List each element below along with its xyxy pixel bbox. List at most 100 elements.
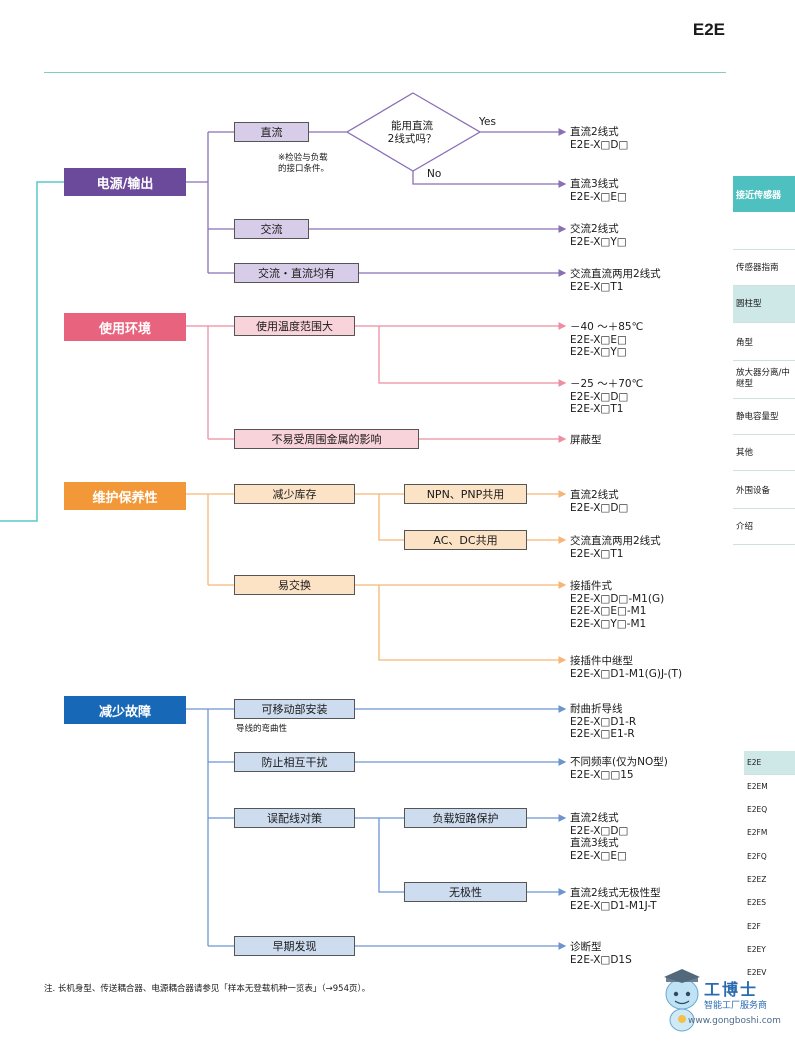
sidebar-divider [733, 544, 795, 545]
watermark-tagline: 智能工厂服务商 [704, 1001, 768, 1011]
sidebar-item-peripheral[interactable]: 外围设备 [736, 486, 771, 496]
condition-dc: 直流 [234, 122, 309, 142]
sidebar-item-intro[interactable]: 介绍 [736, 522, 754, 532]
decision-no-label: No [427, 168, 442, 180]
model-tab-e2f[interactable]: E2F [747, 922, 761, 931]
result-line: E2E-X□D1-R [570, 715, 637, 728]
sidebar-item-guide[interactable]: 传感器指南 [736, 263, 779, 273]
condition-miswire: 误配线对策 [234, 808, 355, 828]
sidebar-divider [733, 285, 795, 286]
result-line: E2E-X□□15 [570, 768, 634, 781]
decision-note-line1: ※检验与负载 [278, 153, 328, 163]
result-line: E2E-X□Y□ [570, 346, 627, 358]
result-line: E2E-X□E□ [570, 190, 627, 203]
result-line: E2E-X□T1 [570, 280, 624, 293]
sidebar-item-cylinder[interactable]: 圆柱型 [733, 286, 795, 322]
result-line: 交流直流两用2线式 [570, 268, 661, 280]
result-short: 直流2线式 E2E-X□D□ 直流3线式 E2E-X□E□ [570, 812, 628, 862]
result-line: －25 ～＋70℃ [570, 378, 644, 390]
result-line: 直流2线式无极性型 [570, 887, 661, 899]
mascot-icon [664, 969, 700, 1032]
category-fault-reduction: 减少故障 [64, 696, 186, 724]
result-flex: 耐曲折导线 E2E-X□D1-R E2E-X□E1-R [570, 703, 636, 741]
result-line: E2E-X□E1-R [570, 728, 635, 740]
wire-bend-note: 导线的弯曲性 [236, 724, 288, 734]
model-tab-divider [744, 774, 795, 775]
result-shield: 屏蔽型 [570, 434, 602, 447]
condition-npn-pnp: NPN、PNP共用 [404, 484, 527, 504]
result-ac2: 交流2线式 E2E-X□Y□ [570, 223, 627, 248]
result-line: E2E-X□Y□-M1 [570, 617, 647, 630]
sidebar-divider [733, 470, 795, 471]
model-tab-e2ev[interactable]: E2EV [747, 968, 767, 977]
result-connector: 接插件式 E2E-X□D□-M1(G) E2E-X□E□-M1 E2E-X□Y□… [570, 580, 664, 630]
category-environment: 使用环境 [64, 313, 186, 341]
model-tab-e2ez[interactable]: E2EZ [747, 875, 767, 884]
result-line: 直流2线式 [570, 126, 619, 138]
category-maintenance: 维护保养性 [64, 482, 186, 510]
model-tab-e2e[interactable]: E2E [744, 751, 795, 775]
result-line: 接插件式 [570, 580, 612, 592]
sidebar-divider [733, 360, 795, 361]
result-temp70: －25 ～＋70℃ E2E-X□D□ E2E-X□T1 [570, 378, 643, 416]
orange-connectors [186, 490, 567, 664]
condition-reduce-stock: 减少库存 [234, 484, 355, 504]
result-line: E2E-X□D1S [570, 953, 632, 966]
result-stock-acdc: 交流直流两用2线式 E2E-X□T1 [570, 535, 661, 560]
condition-early-detect: 早期发现 [234, 936, 355, 956]
page-title: E2E [692, 20, 725, 39]
result-line: E2E-X□D□ [570, 501, 629, 514]
header-rule [44, 72, 726, 73]
result-line: 直流3线式 [570, 837, 619, 849]
condition-no-polarity: 无极性 [404, 882, 527, 902]
result-nopol: 直流2线式无极性型 E2E-X□D1-M1J-T [570, 887, 661, 912]
pink-connectors [186, 322, 567, 443]
purple-connectors [186, 92, 567, 277]
model-tab-e2fm[interactable]: E2FM [747, 828, 768, 837]
result-line: 直流2线式 [570, 812, 619, 824]
result-line: E2E-X□D□ [570, 138, 629, 151]
teal-connector [0, 181, 64, 522]
footnote: 注. 长机身型、传送耦合器、电源耦合器请参见「样本无登载机种一览表」（→954页… [44, 984, 371, 994]
result-line: E2E-X□E□-M1 [570, 605, 647, 617]
result-acdc2: 交流直流两用2线式 E2E-X□T1 [570, 268, 661, 293]
sidebar-divider [733, 322, 795, 323]
model-tab-e2ey[interactable]: E2EY [747, 945, 766, 954]
result-line: E2E-X□T1 [570, 403, 624, 415]
decision-question-line2: 2线式吗？ [387, 133, 437, 145]
result-relay: 接插件中继型 E2E-X□D1-M1(G)J-(T) [570, 655, 682, 680]
watermark-logo: 工博士 智能工厂服务商 www.gongboshi.com [660, 962, 795, 1038]
result-line: E2E-X□T1 [570, 547, 624, 560]
model-tab-e2es[interactable]: E2ES [747, 898, 767, 907]
sidebar-section-proximity[interactable]: 接近传感器 [733, 176, 795, 212]
result-dc2: 直流2线式 E2E-X□D□ [570, 126, 628, 151]
sidebar-item-square[interactable]: 角型 [736, 338, 754, 348]
decision-note: ※检验与负载 的接口条件。 [278, 153, 329, 175]
watermark-name: 工博士 [704, 980, 759, 999]
sidebar-divider [733, 249, 795, 250]
condition-metal: 不易受周围金属的影响 [234, 429, 419, 449]
condition-interference: 防止相互干扰 [234, 752, 355, 772]
model-tab-e2em[interactable]: E2EM [747, 782, 768, 791]
condition-movable: 可移动部安装 [234, 699, 355, 719]
condition-short-protect: 负载短路保护 [404, 808, 527, 828]
result-line: E2E-X□D1-M1J-T [570, 899, 657, 912]
result-line: E2E-X□Y□ [570, 235, 627, 248]
decision-note-line2: 的接口条件。 [278, 164, 330, 174]
sidebar-item-other[interactable]: 其他 [736, 448, 754, 458]
sidebar-divider [733, 398, 795, 399]
result-line: 交流2线式 [570, 223, 619, 235]
result-line: E2E-X□D□ [570, 390, 629, 403]
condition-easy-swap: 易交换 [234, 575, 355, 595]
result-line: E2E-X□E□ [570, 849, 627, 862]
condition-ac-dc: 交流・直流均有 [234, 263, 359, 283]
watermark-url: www.gongboshi.com [688, 1016, 781, 1026]
condition-ac-dc-share: AC、DC共用 [404, 530, 527, 550]
condition-ac: 交流 [234, 219, 309, 239]
model-tab-e2fq[interactable]: E2FQ [747, 852, 767, 861]
sidebar-item-capacitive[interactable]: 静电容量型 [736, 412, 779, 422]
result-line: 耐曲折导线 [570, 703, 623, 715]
model-tab-e2eq[interactable]: E2EQ [747, 805, 768, 814]
sidebar-item-amplifier[interactable]: 放大器分离/中继型 [736, 368, 790, 389]
